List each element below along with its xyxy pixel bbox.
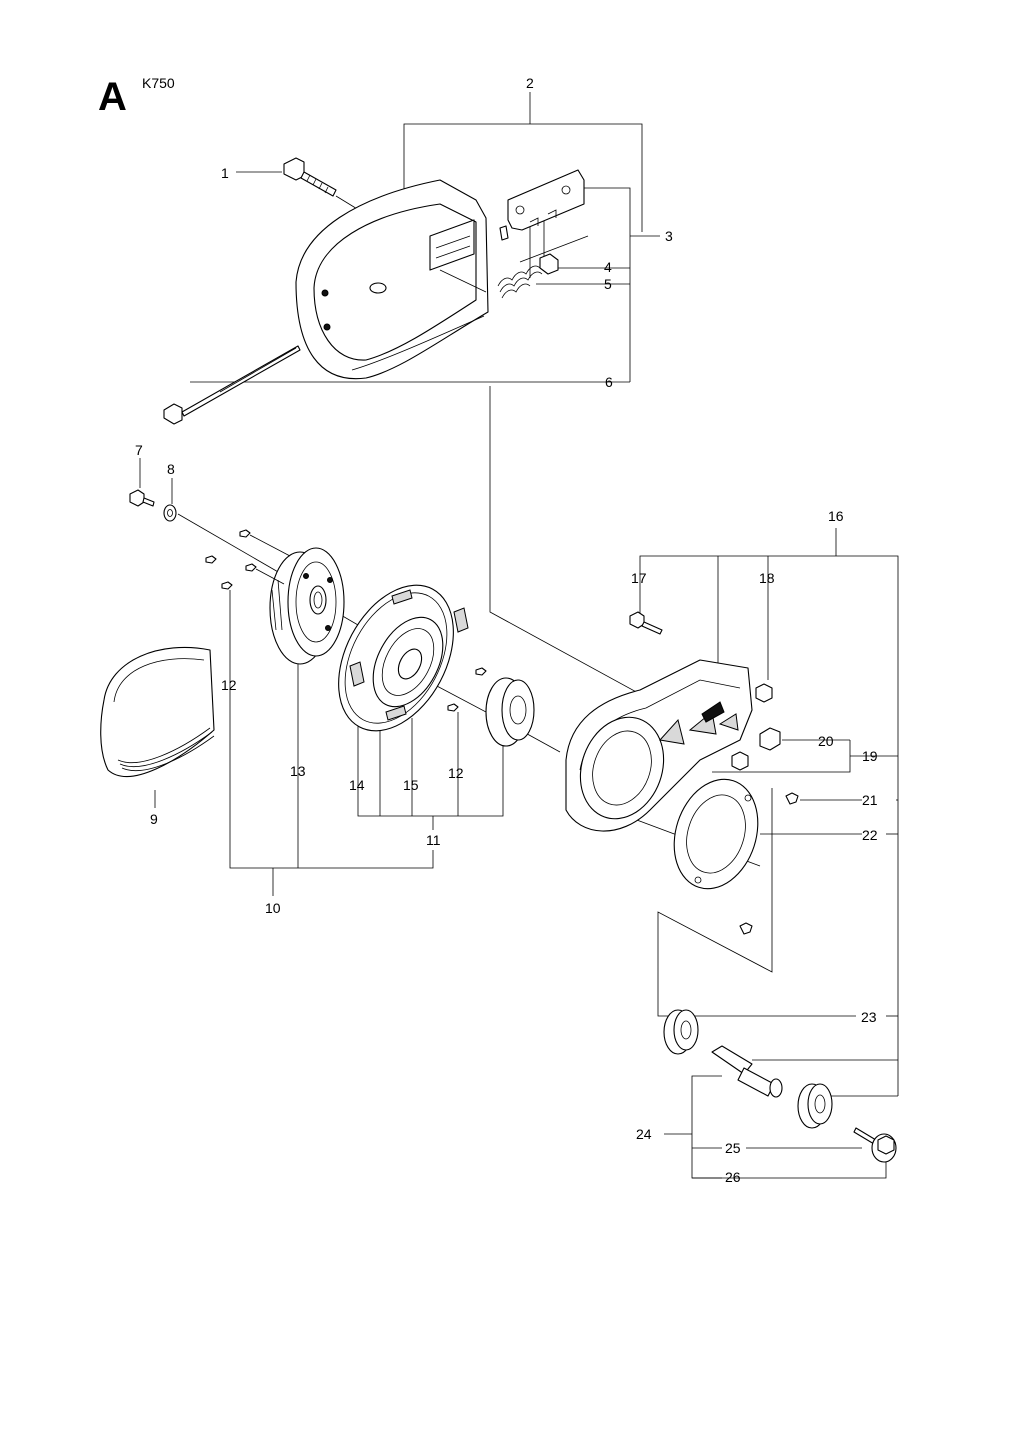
callout-24: 24 (636, 1126, 652, 1142)
leader-lines (139, 92, 899, 1179)
callout-7: 7 (135, 442, 143, 458)
bearing-26-part (797, 1083, 833, 1129)
callout-12b: 12 (448, 765, 464, 781)
callout-22: 22 (862, 827, 878, 843)
nut-18-part (755, 683, 773, 703)
bearing-part (663, 1009, 699, 1055)
callout-23: 23 (861, 1009, 877, 1025)
bolt-24-part (853, 1127, 897, 1163)
callout-labels: 1 2 3 4 5 6 7 8 9 10 11 12 12 13 14 15 1… (135, 75, 878, 1185)
callout-4: 4 (604, 259, 612, 275)
callout-19: 19 (862, 748, 878, 764)
callout-5: 5 (604, 276, 612, 292)
callout-8: 8 (167, 461, 175, 477)
callout-17: 17 (631, 570, 647, 586)
belt-guard-part (295, 179, 489, 380)
nut-20-part (731, 727, 781, 771)
callout-11: 11 (426, 832, 441, 848)
shaft-part (711, 1045, 783, 1098)
callout-20: 20 (818, 733, 834, 749)
callout-1: 1 (221, 165, 229, 181)
callout-12: 12 (221, 677, 237, 693)
callout-3: 3 (665, 228, 673, 244)
screw-part (129, 489, 155, 507)
section-letter: A (98, 75, 127, 119)
callout-14: 14 (349, 777, 365, 793)
pulley-part (269, 547, 345, 665)
callout-18: 18 (759, 570, 775, 586)
callout-25: 25 (725, 1140, 741, 1156)
callout-21: 21 (862, 792, 878, 808)
callout-2: 2 (526, 75, 534, 91)
screw-21-part (739, 792, 799, 935)
washer-part (163, 504, 177, 522)
rear-cover-part (565, 659, 753, 832)
bracket-plate-part (499, 169, 585, 241)
bolt-part (283, 157, 337, 197)
callout-9: 9 (150, 811, 158, 827)
callout-13: 13 (290, 763, 306, 779)
callout-15: 15 (403, 777, 419, 793)
callout-10: 10 (265, 900, 281, 916)
callout-6: 6 (605, 374, 613, 390)
long-bolt-part (163, 345, 301, 425)
shim-ring-part (673, 778, 759, 890)
callout-26: 26 (725, 1169, 741, 1185)
screw-17-part (629, 611, 663, 635)
screw-set-part (205, 529, 291, 590)
callout-16: 16 (828, 508, 844, 524)
v-belt-part (100, 646, 215, 777)
model-name: K750 (142, 75, 175, 91)
spring-part (497, 265, 543, 299)
hub-part (447, 667, 535, 747)
clutch-shoe-part (372, 616, 444, 708)
